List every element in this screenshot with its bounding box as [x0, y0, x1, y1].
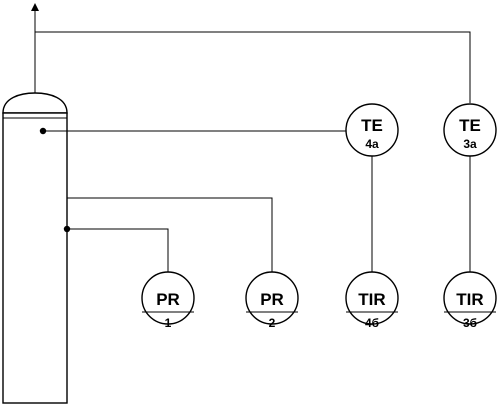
instrument-bubble	[443, 103, 497, 157]
instrument-tag: TE	[459, 116, 481, 135]
column-dome	[2, 92, 68, 114]
pr1-signal-line	[67, 228, 169, 272]
instrument-number: 3б	[463, 316, 477, 330]
instrument-tir-4b: TIR 4б	[345, 271, 399, 330]
instrument-bubble	[345, 271, 399, 325]
instrument-tag: TIR	[358, 290, 385, 309]
pr2-signal-line	[67, 197, 273, 272]
instrument-tag: PR	[156, 290, 180, 309]
instrument-bubble	[443, 271, 497, 325]
instrument-te-4a: TE 4a	[345, 103, 399, 157]
instrument-number: 4б	[365, 316, 379, 330]
instrument-number: 1	[165, 316, 172, 330]
instrument-pr-2: PR 2	[245, 271, 299, 330]
overhead-te3a-line	[35, 31, 471, 103]
instrument-te-3a: TE 3a	[443, 103, 497, 157]
instrument-number: 3a	[463, 137, 477, 151]
instrument-pr-1: PR 1	[141, 271, 195, 330]
instrument-tag: TIR	[456, 290, 483, 309]
instrument-number: 2	[269, 316, 276, 330]
column-body	[2, 112, 68, 404]
instrument-bubble	[345, 103, 399, 157]
instrument-tag: PR	[260, 290, 284, 309]
instrument-number: 4a	[365, 137, 379, 151]
overhead-arrow-icon	[31, 3, 39, 11]
instrument-bubble	[245, 271, 299, 325]
instrument-tag: TE	[361, 116, 383, 135]
distillation-column	[2, 92, 68, 404]
instrument-tir-3b: TIR 3б	[443, 271, 497, 330]
instrument-bubble	[141, 271, 195, 325]
